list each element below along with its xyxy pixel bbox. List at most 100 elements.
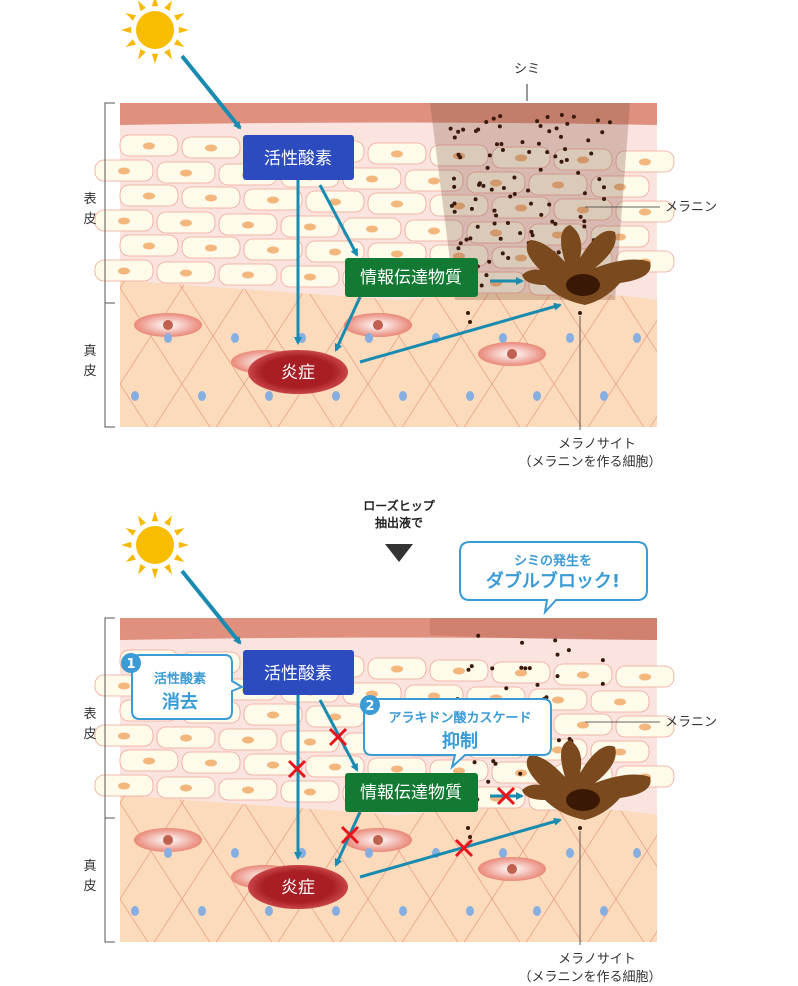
melanin-dot (563, 147, 568, 152)
cell-nucleus (391, 665, 403, 673)
sun-icon (121, 511, 189, 579)
blue-dot (231, 848, 239, 858)
sun-ray (164, 515, 172, 526)
melanin-dot (529, 229, 534, 234)
blue-dot (365, 333, 373, 343)
cell-nucleus (639, 723, 651, 731)
ros-box (243, 650, 354, 695)
melanin-dot (491, 116, 496, 121)
cell-nucleus (577, 721, 589, 729)
melanin-dot (607, 120, 612, 125)
melanin-dot (464, 237, 469, 242)
blue-dot (231, 333, 239, 343)
blue-dot (365, 848, 373, 858)
inflammation-ellipse (248, 350, 348, 394)
melanin-dot (582, 191, 587, 196)
melanocyte-note: （メラニンを作る細胞） (518, 970, 661, 985)
cell-nucleus (515, 669, 527, 677)
arrow (180, 569, 242, 645)
sun-disc (136, 526, 174, 564)
melanin-dot (555, 652, 560, 657)
melanin-dot (582, 224, 587, 229)
cell-nucleus (577, 671, 589, 679)
sun-ray (151, 53, 159, 64)
layer-bracket (104, 617, 115, 943)
callout-main-line2: ダブルブロック! (486, 570, 620, 592)
down-triangle-icon (385, 544, 413, 562)
sun-icon (121, 0, 189, 64)
melanocyte-note: （メラニンを作る細胞） (518, 455, 661, 470)
melanin-dot (489, 187, 494, 192)
melanin-dot (559, 159, 564, 164)
melanin-dot (500, 148, 505, 153)
dermis-label: 真 (83, 859, 96, 874)
melanin-dot (526, 188, 530, 193)
signal-label: 情報伝達物質 (360, 783, 462, 803)
melanin-dot (475, 224, 480, 229)
melanin-dot (452, 184, 457, 189)
cell-nucleus (391, 200, 403, 208)
sun-ray (138, 564, 146, 575)
blue-dot (566, 333, 574, 343)
melanin-dot (498, 114, 503, 119)
cell-nucleus (329, 763, 341, 771)
transition-line1: ローズヒップ (363, 498, 435, 513)
spot-label: シミ (514, 62, 540, 77)
melanin-dot (571, 114, 576, 119)
cell-nucleus (118, 167, 130, 175)
cell-nucleus (267, 246, 279, 254)
sun-disc (136, 11, 174, 49)
melanocyte-icon (522, 740, 651, 820)
callout-two-number: 2 (365, 699, 374, 714)
melanin-dot (558, 134, 563, 139)
number-badge (121, 653, 141, 673)
melanin-dot (554, 126, 559, 131)
melanin-dot (559, 112, 564, 117)
epidermis-label: 皮 (83, 727, 96, 742)
cell-nucleus (180, 219, 192, 227)
cell-nucleus (391, 765, 403, 773)
melanin-dot (597, 177, 602, 182)
melanin-dot (578, 214, 583, 219)
transition-line2: 抽出液で (375, 515, 423, 530)
cell-nucleus (180, 169, 192, 177)
blue-dot (533, 391, 541, 401)
cell-nucleus (515, 254, 527, 262)
melanin-dot (505, 220, 510, 225)
sun-ray (138, 0, 146, 11)
blue-dot (265, 391, 273, 401)
melanin-dot (550, 219, 555, 224)
blue-dot (164, 333, 172, 343)
melanin-dot (468, 236, 473, 241)
cell-nucleus (428, 177, 440, 185)
dermis-label: 皮 (83, 364, 96, 379)
melanin-dot (492, 221, 497, 226)
melanin-dot (449, 203, 454, 208)
melanin-dot (520, 140, 525, 145)
blue-dot (499, 848, 507, 858)
blue-dot (131, 906, 139, 916)
callout-main-line1: シミの発生を (514, 553, 592, 569)
blue-dot (399, 391, 407, 401)
cell-nucleus (329, 248, 341, 256)
melanin-dot (518, 231, 523, 236)
melanin-dot (578, 826, 582, 830)
arrow (359, 817, 562, 879)
melanin-dot (536, 141, 541, 146)
blue-dot (466, 906, 474, 916)
cell-nucleus (428, 227, 440, 235)
cell-nucleus (490, 229, 502, 237)
callout-two-line2: 抑制 (442, 731, 478, 752)
melanin-dot (456, 152, 461, 157)
melanin-dot (476, 127, 481, 132)
cell-nucleus (205, 144, 217, 152)
melanin-dot (452, 135, 457, 140)
melanocyte-nucleus (566, 274, 600, 296)
ros-label: 活性酸素 (264, 664, 332, 684)
cell-nucleus (552, 181, 564, 189)
cell-nucleus (205, 194, 217, 202)
cell-nucleus (242, 786, 254, 794)
cell-nucleus (180, 734, 192, 742)
cell-nucleus (304, 223, 316, 231)
cell-nucleus (205, 759, 217, 767)
